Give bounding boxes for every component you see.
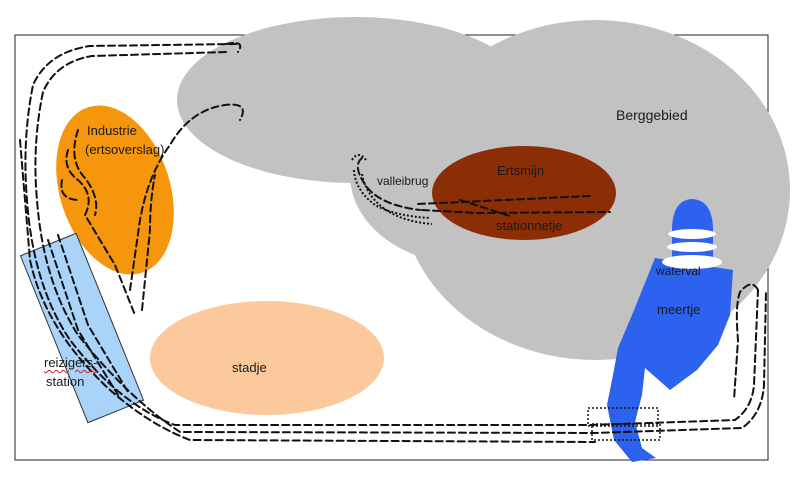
mountain-label: Berggebied (616, 107, 688, 123)
mine-area (432, 146, 616, 240)
bridge-tracks (351, 154, 433, 225)
bridge-label: valleibrug (377, 174, 429, 188)
mine-label: Ertsmijn (497, 163, 544, 178)
town-area (150, 301, 384, 415)
lake-area (607, 258, 733, 462)
halt-label: stationnetje (496, 218, 563, 233)
waterfall-foam (662, 229, 722, 269)
track-network (19, 42, 767, 443)
town-label: stadje (232, 360, 267, 375)
station-label-line1: reizigers- (44, 355, 98, 370)
industry-label-line2: (ertsoverslag) (85, 142, 165, 157)
lake-label: meertje (657, 302, 701, 317)
river-crossing (587, 407, 661, 441)
industry-label-line1: Industrie (87, 123, 137, 138)
station-label-line2: station (46, 374, 85, 389)
waterfall-label: waterval (656, 264, 701, 278)
industry-area (56, 105, 174, 275)
